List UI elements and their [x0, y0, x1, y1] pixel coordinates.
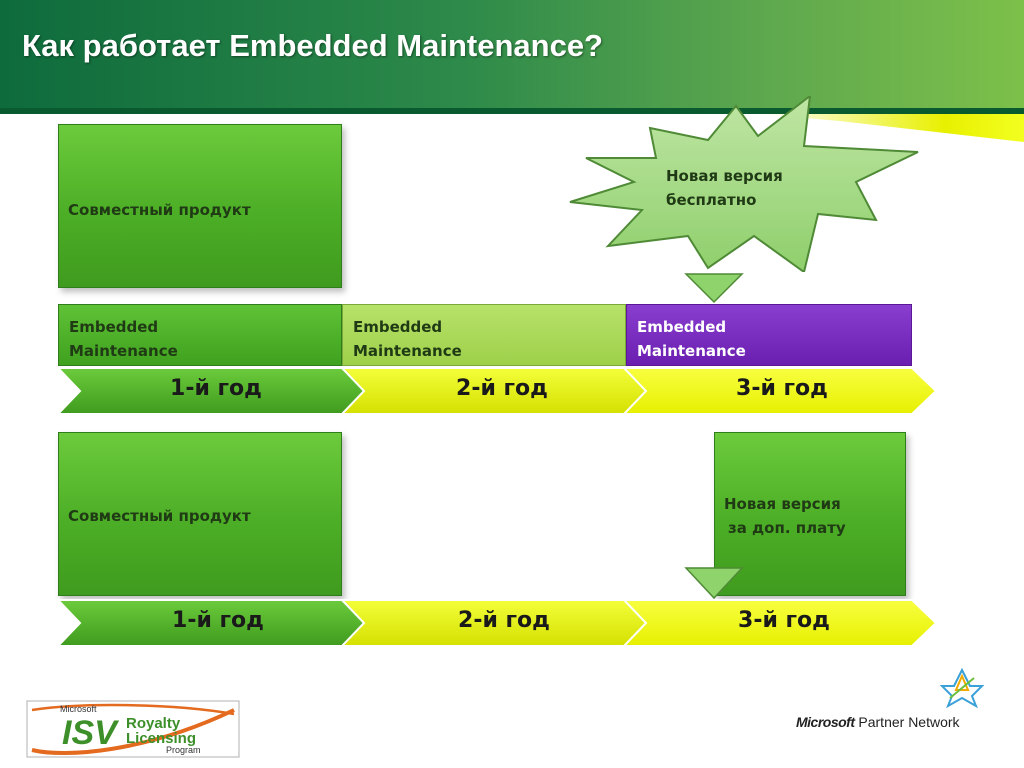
embedded-maintenance-year2: Embedded Maintenance — [342, 304, 626, 366]
partner-network-star-icon — [940, 668, 984, 708]
header-banner — [0, 0, 1024, 110]
mpn-partner-network-text: Partner Network — [858, 714, 960, 730]
joint-product-box-1 — [58, 124, 342, 288]
year-arrow-3 — [622, 367, 938, 415]
free-version-burst — [569, 96, 919, 272]
em-line1: Embedded — [69, 318, 159, 336]
isv-microsoft-text: Microsoft — [60, 704, 97, 714]
down-arrow-icon — [684, 273, 744, 304]
year-timeline-1: 1-й год 2-й год 3-й год — [56, 366, 940, 418]
isv-program-text: Program — [166, 745, 201, 755]
free-version-text: Новая версия бесплатно — [666, 164, 783, 212]
joint-product-box-2 — [58, 432, 342, 596]
em-line1: Embedded — [637, 318, 727, 336]
isv-royalty-text: Royalty — [126, 715, 181, 732]
paid-version-line2: за доп. плату — [728, 519, 846, 537]
mpn-microsoft-text: Microsoft — [796, 714, 855, 730]
year-label-2: 2-й год — [458, 608, 550, 633]
year-label-1: 1-й год — [172, 608, 264, 633]
slide-title: Как работает Embedded Maintenance? — [22, 28, 603, 63]
em-line2: Maintenance — [353, 342, 462, 360]
paid-version-text: Новая версия за доп. плату — [724, 492, 846, 540]
year-label-3: 3-й год — [736, 376, 828, 401]
isv-big-text: ISV — [62, 714, 120, 752]
joint-product-label-2: Совместный продукт — [68, 507, 251, 525]
year-timeline-2: 1-й год 2-й год 3-й год — [56, 598, 940, 650]
embedded-maintenance-year1: Embedded Maintenance — [58, 304, 342, 366]
year-label-3: 3-й год — [738, 608, 830, 633]
down-arrow-icon — [684, 567, 744, 600]
isv-licensing-text: Licensing — [126, 730, 196, 747]
isv-royalty-licensing-logo: Microsoft ISV Royalty Licensing Program — [26, 700, 240, 758]
embedded-maintenance-year3: Embedded Maintenance — [626, 304, 912, 366]
microsoft-partner-network-logo: Microsoft Partner Network — [796, 714, 960, 730]
em-line1: Embedded — [353, 318, 443, 336]
free-version-line2: бесплатно — [666, 191, 757, 209]
paid-version-line1: Новая версия — [724, 495, 841, 513]
free-version-line1: Новая версия — [666, 167, 783, 185]
em-line2: Maintenance — [69, 342, 178, 360]
em-line2: Maintenance — [637, 342, 746, 360]
year-label-2: 2-й год — [456, 376, 548, 401]
header-divider — [0, 108, 1024, 114]
paid-version-box — [714, 432, 906, 596]
year-label-1: 1-й год — [170, 376, 262, 401]
joint-product-label-1: Совместный продукт — [68, 201, 251, 219]
year-arrow-3 — [622, 599, 938, 647]
